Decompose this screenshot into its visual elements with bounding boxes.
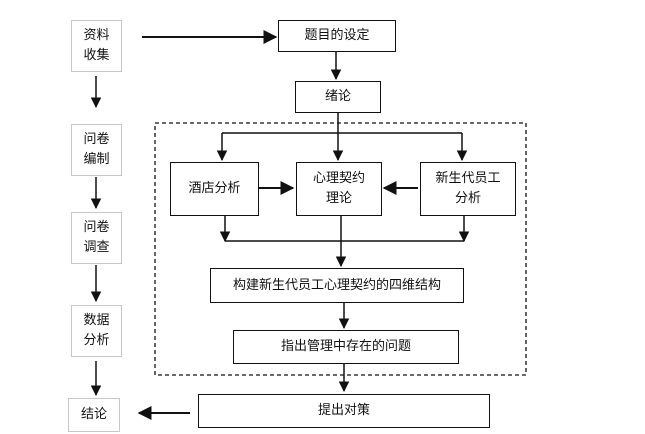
box-conclusion-left: 结论 [68, 398, 120, 432]
box-topic: 题目的设定 [278, 20, 396, 52]
box-countermeasures: 提出对策 [198, 394, 490, 428]
box-four-dimension-structure: 构建新生代员工心理契约的四维结构 [210, 268, 464, 303]
box-countermeasures-label: 提出对策 [317, 403, 370, 418]
box-conclusion-left-label: 结论 [80, 407, 107, 422]
box-psych-contract-theory: 心理契约 理论 [296, 162, 382, 216]
box-data-analysis-label: 数据 分析 [83, 313, 110, 348]
box-questionnaire-compile: 问卷 编制 [71, 124, 122, 176]
box-management-problems: 指出管理中存在的问题 [233, 330, 459, 364]
box-questionnaire-compile-label: 问卷 编制 [83, 132, 110, 167]
box-new-gen-analysis: 新生代员工 分析 [420, 162, 516, 216]
box-questionnaire-survey: 问卷 调查 [71, 212, 122, 264]
box-intro: 绪论 [295, 81, 381, 113]
box-intro-label: 绪论 [324, 89, 351, 104]
box-questionnaire-survey-label: 问卷 调查 [83, 220, 110, 255]
box-four-dimension-structure-label: 构建新生代员工心理契约的四维结构 [232, 277, 441, 293]
box-data-collection: 资料 收集 [71, 20, 122, 72]
box-topic-label: 题目的设定 [304, 28, 370, 43]
box-data-collection-label: 资料 收集 [83, 28, 110, 63]
box-data-analysis: 数据 分析 [71, 305, 122, 357]
dashed-group-frame [154, 122, 527, 376]
box-management-problems-label: 指出管理中存在的问题 [280, 339, 411, 354]
box-hotel-analysis: 酒店分析 [170, 162, 259, 216]
box-hotel-analysis-label: 酒店分析 [188, 181, 241, 196]
box-new-gen-analysis-label: 新生代员工 分析 [435, 171, 501, 206]
box-psych-contract-theory-label: 心理契约 理论 [312, 171, 365, 206]
